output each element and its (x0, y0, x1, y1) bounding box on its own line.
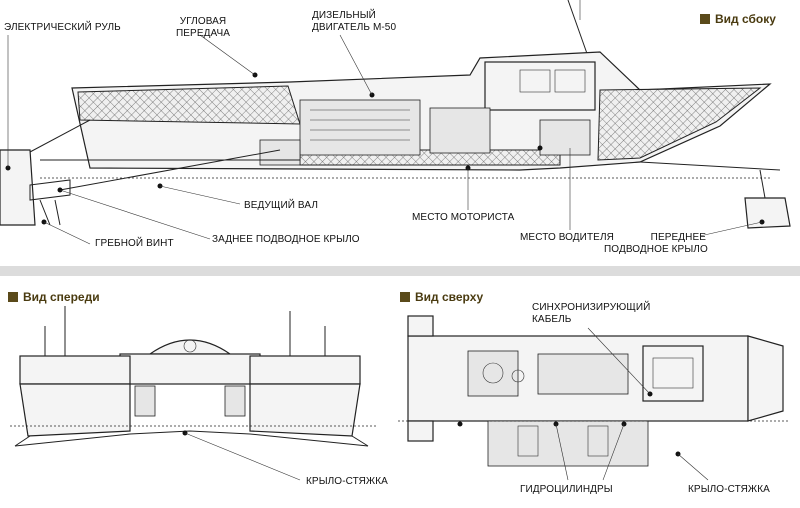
cabin-window (519, 69, 551, 93)
top-view-panel: Вид сверху СИНХРОНИЗИРУЮЩИЙ КАБЕЛЬ ГИДРО… (388, 276, 800, 508)
front-strut-left (134, 385, 156, 417)
drive-shaft-line (59, 149, 281, 191)
top-cabin-inner (652, 357, 694, 389)
front-pontoon-left (19, 383, 131, 437)
front-pontoon-right-top (249, 355, 361, 385)
top-cylinder-1 (517, 425, 539, 457)
label-angle-gear: УГЛОВАЯ ПЕРЕДАЧА (176, 16, 230, 39)
label-rear-foil: ЗАДНЕЕ ПОДВОДНОЕ КРЫЛО (212, 234, 360, 245)
leader-wing-tie-front (184, 432, 301, 481)
top-view-drawing (398, 315, 788, 481)
leader-hydro-1 (555, 423, 569, 481)
panel-divider (0, 266, 800, 276)
label-diesel-engine: ДИЗЕЛЬНЫЙ ДВИГАТЕЛЬ М-50 (312, 10, 397, 33)
top-hatch-1 (482, 362, 504, 384)
top-lower-structure (487, 420, 649, 467)
front-strut (639, 161, 781, 171)
propeller-hub (29, 179, 71, 201)
engine-aux (429, 107, 491, 154)
label-drive-shaft: ВЕДУЩИЙ ВАЛ (244, 200, 318, 211)
front-strut-right (224, 385, 246, 417)
section-square-icon (400, 292, 410, 302)
section-square-icon (700, 14, 710, 24)
side-view-drawing (0, 0, 791, 245)
leader-propeller (43, 221, 91, 245)
front-wing-tie (14, 430, 369, 447)
engine-detail (310, 109, 410, 141)
engine-block (299, 99, 421, 156)
cabin-window-2 (554, 69, 586, 93)
front-cabin-hatch (183, 339, 197, 353)
rudder-strut (29, 119, 91, 153)
front-view-drawing (10, 306, 378, 481)
front-foil (744, 197, 791, 229)
front-view-panel: Вид спереди КРЫЛО-СТЯЖКА (0, 276, 388, 508)
leader-hydro-2 (602, 423, 625, 481)
label-wing-tie-front: КРЫЛО-СТЯЖКА (306, 476, 388, 487)
front-cabin (119, 353, 261, 385)
top-stern-left (407, 315, 434, 337)
leader-shaft (159, 185, 241, 205)
front-wing-tie-tips (14, 435, 369, 447)
label-hydro-cylinders: ГИДРОЦИЛИНДРЫ (520, 484, 613, 495)
front-foil-strut (759, 169, 766, 199)
top-compartment-1 (467, 350, 519, 397)
front-pontoon-right (249, 383, 361, 437)
label-driver-place: МЕСТО ВОДИТЕЛЯ (520, 232, 614, 243)
label-motorist-place: МЕСТО МОТОРИСТА (412, 212, 515, 223)
section-title-side: Вид сбоку (700, 12, 776, 26)
propeller-blades (39, 199, 61, 226)
label-front-foil: ПЕРЕДНЕЕ ПОДВОДНОЕ КРЫЛО (604, 232, 708, 255)
side-view-panel: Вид сбоку ЭЛЕКТРИЧЕСКИЙ РУЛЬ УГЛОВАЯ ПЕР… (0, 0, 791, 255)
label-electric-rudder: ЭЛЕКТРИЧЕСКИЙ РУЛЬ (4, 22, 121, 33)
leader-gear (199, 34, 256, 76)
dot-top-left (457, 421, 463, 427)
leader-wing-tie-top (677, 453, 709, 481)
hull-mesh-rear (77, 85, 301, 125)
section-title-top: Вид сверху (400, 290, 483, 304)
top-compartment-2 (537, 353, 629, 395)
leader-rear-foil (59, 189, 211, 240)
label-propeller: ГРЕБНОЙ ВИНТ (95, 238, 174, 249)
leader-engine (339, 34, 373, 96)
label-wing-tie-top: КРЫЛО-СТЯЖКА (688, 484, 770, 495)
driver-seat (539, 119, 591, 156)
top-hatch-2 (511, 369, 525, 383)
hull-mesh-front (597, 87, 762, 161)
top-cylinder-2 (587, 425, 609, 457)
front-pontoon-left-top (19, 355, 131, 385)
mast-line (567, 0, 591, 63)
dot-driver (537, 145, 543, 151)
top-stern-right (407, 420, 434, 442)
label-sync-cable: СИНХРОНИЗИРУЮЩИЙ КАБЕЛЬ (532, 302, 651, 325)
front-cabin-dome (148, 339, 232, 355)
cabin (484, 61, 596, 111)
top-bow (747, 335, 784, 422)
section-title-front: Вид спереди (8, 290, 100, 304)
leader-front-foil (699, 221, 763, 237)
section-square-icon (8, 292, 18, 302)
leader-sync-cable (587, 327, 651, 395)
